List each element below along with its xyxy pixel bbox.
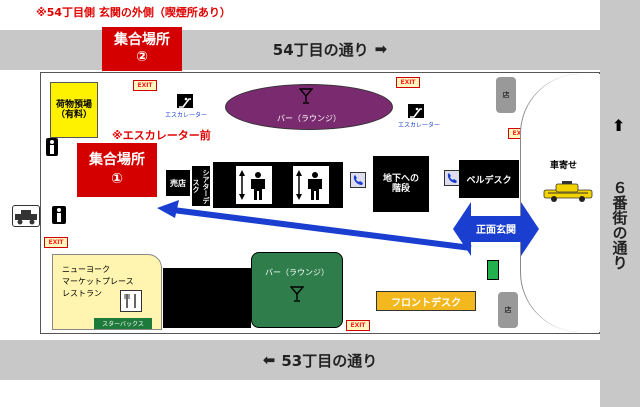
bar-lounge-top-label: バー（ラウンジ） [277, 113, 341, 123]
street-54th-label: 54丁目の通り ➡ [272, 40, 388, 59]
street-6th-ave [600, 0, 640, 407]
wheelchair-taxi-icon [12, 205, 40, 227]
elevator-icon [236, 166, 272, 204]
taxi-icon [542, 180, 594, 204]
main-entrance-label: 正面玄関 [476, 224, 516, 236]
stairs-to-basement: 地下への 階段 [373, 156, 429, 212]
bell-desk: ベルデスク [459, 160, 519, 198]
arrow-right-icon: ➡ [374, 40, 388, 58]
fork-knife-icon [120, 290, 142, 312]
car-drop-lane [520, 74, 600, 332]
martini-glass-icon [289, 286, 305, 302]
restaurant [52, 254, 162, 330]
arrow-left-icon: ⬅ [262, 351, 276, 369]
telephone-icon [444, 170, 460, 186]
martini-glass-icon [298, 88, 314, 104]
street-54th [0, 30, 600, 70]
escalator-note: ※エスカレーター前 [112, 129, 211, 142]
route-arrow [155, 200, 475, 252]
street-6th-ave-label: ６番街の通り [610, 180, 629, 270]
exit-sign: EXIT [396, 77, 420, 88]
escalator-label-right: エスカレーター [398, 122, 441, 129]
info-marker [487, 260, 499, 280]
car-drop-label: 車寄せ [550, 161, 578, 171]
main-entrance-arrow [453, 200, 539, 258]
shop-top: 店 [496, 77, 516, 113]
exit-sign: EXIT [44, 237, 68, 248]
bar-lounge-bottom [251, 252, 343, 328]
corridor-block [163, 268, 251, 328]
front-desk: フロントデスク [376, 291, 476, 311]
starbucks-label: スターバックス [94, 318, 152, 329]
shop-bottom: 店 [498, 292, 518, 328]
street-53rd [0, 340, 600, 380]
restroom-icon [46, 138, 58, 156]
restroom-icon [52, 206, 66, 224]
exit-sign: EXIT [133, 80, 157, 91]
luggage-storage: 荷物預場 （有料） [50, 82, 98, 138]
meeting-point-2: 集合場所 ② [102, 27, 182, 71]
smoking-note: ※54丁目側 玄関の外側（喫煙所あり） [36, 6, 231, 19]
street-53rd-label: ⬅ 53丁目の通り [262, 351, 378, 370]
arrow-up-icon: ⬆ [612, 116, 626, 135]
bar-lounge-bottom-label: バー（ラウンジ） [265, 267, 329, 277]
meeting-point-1: 集合場所 ① [77, 143, 157, 197]
escalator-icon [177, 94, 193, 108]
restaurant-label: ニューヨーク マーケットプレース レストラン [62, 265, 134, 298]
escalator-label-left: エスカレーター [165, 112, 208, 119]
elevator-icon [293, 166, 329, 204]
kiosk: 売店 [166, 170, 190, 196]
exit-sign: EXIT [346, 320, 370, 331]
escalator-icon [408, 104, 424, 118]
theater-desk: シアターデスク [192, 166, 210, 206]
telephone-icon [350, 172, 366, 188]
